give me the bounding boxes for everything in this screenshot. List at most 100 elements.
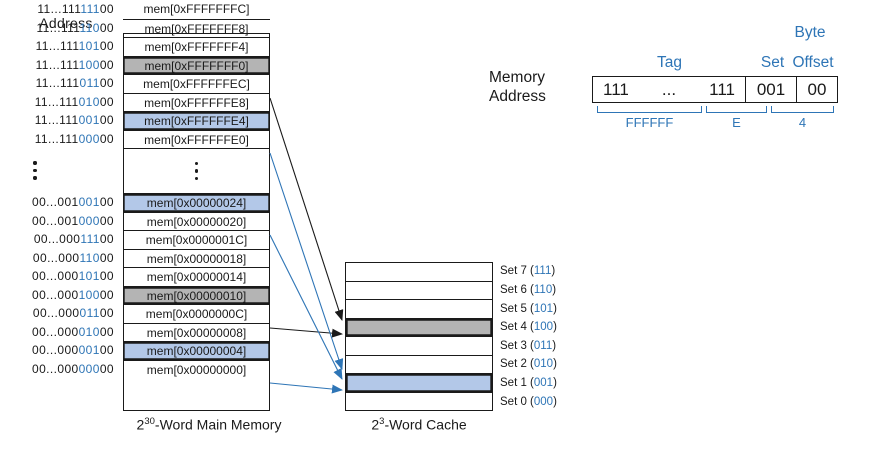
memory-address-binary: 00...00001000 (0, 323, 116, 342)
memory-data-value: mem[0x00000010] (146, 288, 247, 303)
address-tag-bits: 00...000 (32, 250, 80, 265)
memory-address-binary: 11...11111100 (0, 0, 116, 19)
address-offset-bits: 00 (99, 113, 114, 127)
memory-row: 11...11110100 mem[0xFFFFFFF4] (0, 37, 270, 56)
address-tag-bits: 00...000 (32, 269, 79, 283)
address-set-bits: 110 (79, 250, 100, 265)
memory-address-binary: 00...00011100 (0, 230, 116, 249)
memory-address-binary: 11...11100100 (0, 111, 116, 130)
vertical-ellipsis (0, 148, 116, 193)
cache-row (346, 354, 492, 373)
byte-field-label: Byte (794, 24, 826, 41)
memory-data-value: mem[0xFFFFFFF8] (144, 21, 249, 36)
address-offset-bits: 00 (99, 76, 114, 90)
memory-address-binary: 11...11110000 (0, 56, 116, 75)
offset-field-label: Offset (792, 54, 834, 71)
memory-address-binary: 11...11111000 (0, 19, 116, 38)
memory-data-value: mem[0x0000000C] (145, 307, 248, 321)
address-offset-bits: 00 (99, 343, 114, 357)
hex-value-mid: E (732, 115, 741, 130)
memory-data-value: mem[0xFFFFFFEC] (143, 77, 250, 91)
address-offset-bits: 00 (99, 20, 114, 35)
memory-data-cell: mem[0xFFFFFFE0] (123, 129, 270, 148)
set-name: Set 3 ( (500, 339, 534, 352)
address-set-bits: 001 (78, 113, 100, 127)
address-tag-bits: 00...001 (32, 195, 79, 209)
memory-address-binary: 11...11101000 (0, 93, 116, 112)
set-bits: 101 (533, 302, 554, 315)
memory-row: 11...11101000 mem[0xFFFFFFE8] (0, 92, 270, 112)
memory-data-cell: mem[0x0000000C] (123, 304, 270, 323)
set-name: Set 2 ( (500, 358, 534, 371)
cache-row (346, 299, 492, 318)
address-tag-bits: 00...000 (32, 343, 79, 357)
set-label-close: ) (553, 377, 557, 390)
main-memory-caption: 230-Word Main Memory (104, 416, 314, 433)
set-name: Set 1 ( (500, 377, 534, 390)
address-set-bits: 101 (78, 39, 100, 53)
memory-data-cell: mem[0x00000020] (123, 211, 270, 230)
memory-row: 00...00010100 mem[0x00000014] (0, 267, 270, 286)
cache-set-label: Set 2 (010) (500, 355, 610, 374)
memory-data-cell: mem[0xFFFFFFF4] (123, 37, 270, 56)
address-set-bits: 001 (78, 195, 100, 209)
address-set-bits: 011 (79, 76, 100, 90)
address-offset-bits: 00 (99, 269, 114, 283)
tag-bits-cell: 111 ... 111 (593, 77, 745, 102)
address-set-bits: 000 (78, 131, 100, 146)
set-field-label: Set (760, 54, 785, 71)
cache-set-label: Set 4 (100) (500, 318, 610, 337)
set-bits: 110 (533, 283, 553, 296)
memory-data-value: mem[0x00000004] (146, 344, 247, 358)
memory-row: 11...11100100 mem[0xFFFFFFE4] (0, 111, 270, 130)
memory-data-cell: mem[0xFFFFFFEC] (123, 74, 270, 93)
cache-set-labels: Set 7 (111) Set 6 (110) Set 5 (101) Set … (500, 262, 610, 411)
memory-data-cell: mem[0xFFFFFFF8] (123, 18, 270, 37)
memory-data-cell: mem[0xFFFFFFF0] (123, 55, 270, 74)
cache-set-label: Set 3 (011) (500, 337, 610, 356)
memory-data-value: mem[0x0000001C] (145, 233, 248, 247)
address-tag-bits: 11...111 (34, 113, 79, 127)
set-bits-cell: 001 (745, 77, 796, 102)
memory-data-cell: mem[0x00000004] (123, 341, 270, 360)
memory-data-value: mem[0xFFFFFFFC] (143, 2, 250, 16)
hex-value-tag: FFFFFF (625, 115, 674, 130)
address-offset-bits: 00 (99, 2, 114, 16)
mapping-arrow-black (269, 97, 344, 321)
mapping-arrow-blue (269, 152, 344, 370)
set-label-close: ) (553, 358, 557, 371)
cache-set-label: Set 6 (110) (500, 281, 610, 300)
set-bits: 001 (533, 377, 554, 390)
memory-data-value: mem[0xFFFFFFF4] (144, 40, 249, 54)
cache-set-label: Set 0 (000) (500, 392, 610, 411)
set-bits: 111 (533, 265, 552, 278)
address-set-bits: 111 (80, 232, 100, 246)
mapping-arrow-blue (269, 234, 343, 380)
memory-address-binary: 00...00011000 (0, 249, 116, 268)
memory-address-binary: 11...11110100 (0, 37, 116, 56)
hex-value-low: 4 (798, 115, 807, 130)
address-column-header: Address (39, 15, 93, 31)
memory-data-cell: mem[0x00000000] (123, 359, 270, 378)
address-set-bits: 111 (80, 2, 100, 16)
memory-data-value: mem[0x00000000] (146, 362, 247, 377)
memory-address-binary: 11...11101100 (0, 74, 116, 93)
memory-data-cell: mem[0x00000024] (123, 193, 270, 212)
memory-row: 11...11111100 mem[0xFFFFFFFC] (0, 0, 270, 19)
main-memory-bottom-group: 00...001001 00 mem[0x00000024] 00...00100… (0, 193, 270, 378)
memory-address-binary: 00...00000000 (0, 360, 116, 379)
set-label-close: ) (553, 321, 557, 334)
address-set-bits: 110 (79, 20, 100, 35)
memory-address-binary: 00...00100000 (0, 212, 116, 231)
memory-data-value: mem[0xFFFFFFE8] (144, 95, 249, 110)
memory-address-binary: 00...00010000 (0, 286, 116, 305)
offset-bits-cell: 00 (796, 77, 837, 102)
memory-address-title: Memory Address (489, 68, 546, 106)
address-set-bits: 010 (78, 324, 100, 339)
address-tag-bits: 11...111 (35, 57, 79, 72)
address-offset-bits: 00 (99, 39, 114, 53)
memory-data-value: mem[0x00000014] (146, 270, 247, 284)
main-memory-top-group: 11...11111100 mem[0xFFFFFFFC] 11...11111… (0, 0, 270, 148)
cache-set-label: Set 7 (111) (500, 262, 610, 281)
